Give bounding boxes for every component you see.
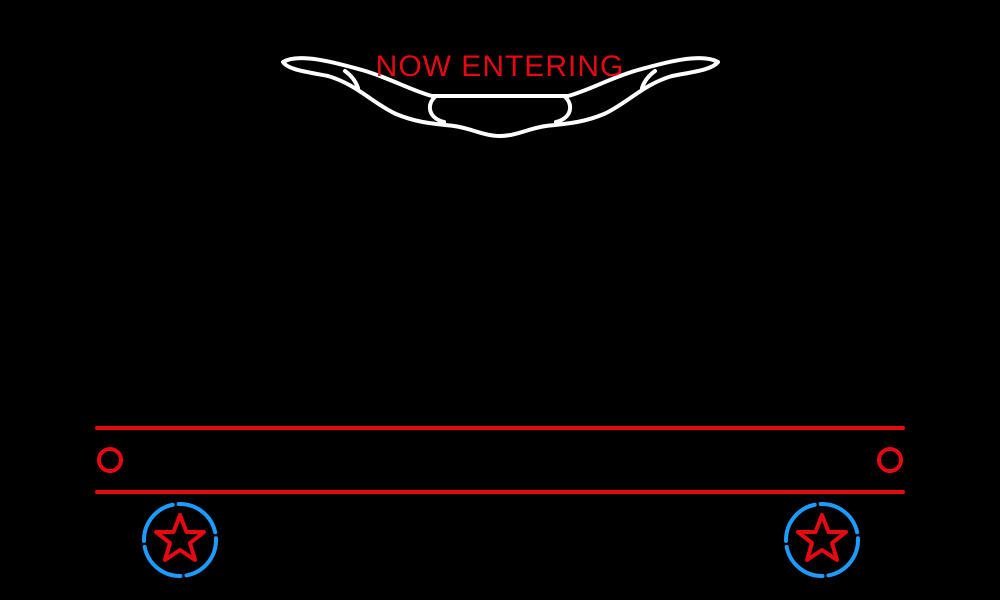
star-ring-icon bbox=[784, 502, 860, 578]
star-wheel-left bbox=[142, 502, 218, 578]
longhorn-icon bbox=[281, 56, 720, 138]
star-wheel-right bbox=[784, 502, 860, 578]
star-icon bbox=[796, 513, 848, 562]
ring-bolt-icon bbox=[97, 447, 123, 473]
ring-bolt-icon bbox=[877, 447, 903, 473]
star-icon bbox=[154, 513, 206, 562]
sign-heading: NOW ENTERING bbox=[376, 50, 625, 83]
banner-bar bbox=[95, 426, 905, 494]
star-ring-icon bbox=[142, 502, 218, 578]
